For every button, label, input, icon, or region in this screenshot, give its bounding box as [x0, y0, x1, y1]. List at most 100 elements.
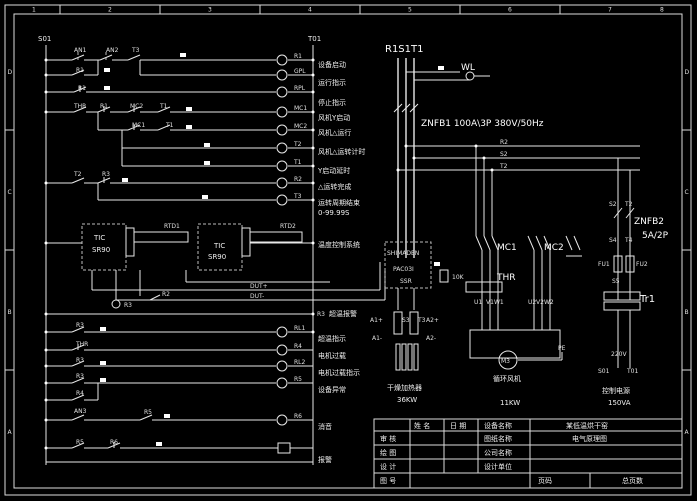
motor-v1: V1 [486, 299, 494, 306]
heater-a2p: A2+ [426, 317, 439, 324]
motor-u1: U1 [474, 299, 482, 306]
coil-rpl-tag: RPL [294, 85, 306, 92]
drawing-frame: D C B A D C B A 1 2 3 4 5 6 7 8 [4, 4, 692, 496]
contact-mc1: MC1 [132, 122, 145, 129]
coil-r6-tag: R6 [294, 413, 302, 420]
contact-r3-c: R3 [76, 373, 84, 380]
phase-s2: S2 [500, 151, 508, 158]
dc-out-plus: DUT+ [250, 283, 268, 290]
coil-t2-tag: T2 [293, 141, 302, 148]
frame-row-d-r: D [685, 69, 690, 76]
motor-label: 循环风机 [493, 374, 521, 383]
coil-t3-range: 0-99.99S [318, 209, 350, 217]
motor-w2: W2 [544, 299, 554, 306]
phase-r2: R2 [500, 139, 508, 146]
znfb2-t2: T2 [624, 201, 633, 208]
coil-r5-tag: R5 [294, 376, 302, 383]
coil-gpl-tag: GPL [294, 68, 306, 75]
control-buses: S01 T01 [38, 35, 321, 465]
temp-control-label: 温度控制系统 [318, 240, 360, 249]
tic2-model: SR90 [208, 253, 226, 261]
contact-t1-a: T1 [159, 103, 168, 110]
frame-col-2: 2 [108, 7, 112, 14]
coil-r6-label: 消音 [318, 422, 332, 431]
coil-rl1-tag: RL1 [294, 325, 306, 332]
coil-mc1-label: 风机Y启动 [318, 113, 350, 122]
tb-company-label: 公司名称 [484, 448, 512, 457]
dc-out-minus: DUT- [250, 293, 264, 300]
tb-drawing-name: 电气原理图 [572, 434, 607, 443]
annotation-blocks [100, 53, 210, 446]
coil-rl2-label: 电机过载指示 [318, 368, 360, 377]
contact-an1: AN1 [74, 47, 87, 54]
phase-t2: T2 [499, 163, 508, 170]
thermal-relay-thr: THR [496, 273, 516, 283]
frame-row-c: C [8, 189, 12, 196]
psu-label: 控制电源 [602, 386, 630, 395]
frame-row-a: A [8, 429, 13, 436]
coil-mc1-tag: MC1 [294, 105, 307, 112]
tb-equip-name: 某低温烘干窑 [566, 421, 608, 430]
contact-r3-a: R3 [102, 171, 110, 178]
ssr-brand: SHIMADEN [387, 250, 419, 257]
motor-power: 11KW [500, 399, 520, 407]
contactor-mc2: MC2 [544, 243, 564, 253]
contactor-mc1: MC1 [497, 243, 517, 253]
tic1-model: SR90 [92, 246, 110, 254]
r3-resistor-label: R3 [124, 302, 132, 309]
psu-out-t01: T01 [626, 368, 638, 375]
motor-v2: V2 [536, 299, 544, 306]
psu-power: 150VA [608, 399, 631, 407]
contact-r5-b: R5 [76, 439, 84, 446]
znfb2-s4: S4 [609, 237, 617, 244]
ssr-type: SSR [400, 278, 412, 285]
tb-col-name: 姓 名 [414, 421, 430, 430]
frame-col-4: 4 [308, 7, 312, 14]
coil-t3-label: 运转周期结束 [318, 198, 360, 207]
coil-mc2-tag: MC2 [294, 123, 307, 130]
contact-t1-b: T1 [165, 122, 174, 129]
coil-r4-label: 电机过载 [318, 351, 346, 360]
tb-design: 设 计 [380, 462, 396, 471]
frame-col-8: 8 [660, 7, 664, 14]
tb-col-date: 日 期 [450, 422, 466, 430]
tb-draw: 绘 图 [380, 448, 396, 457]
tb-page-label: 页码 [538, 477, 552, 485]
bus-right-label: T01 [307, 35, 321, 43]
coil-r2-label: △运转完成 [318, 182, 351, 191]
coil-r2-tag: R2 [294, 176, 302, 183]
contact-r2: R2 [162, 291, 170, 298]
contact-mc2: MC2 [130, 103, 143, 110]
contact-r5-a: R5 [144, 409, 152, 416]
control-rungs [46, 52, 313, 463]
contact-r1-a: R1 [76, 67, 84, 74]
coils: R1 GPL RPL MC1 MC2 T2 T1 R2 T3 R3 RL1 R4… [276, 53, 365, 464]
contact-an2: AN2 [106, 47, 119, 54]
psu-out-s01: S01 [598, 368, 610, 375]
heater-label: 干燥加热器 [387, 383, 422, 392]
tb-design-unit-label: 设计单位 [484, 462, 512, 471]
contact-t3: T3 [131, 47, 140, 54]
bus-left-label: S01 [38, 35, 51, 43]
breaker-znfb1-label: ZNFB1 100A\3P 380V/50Hz [421, 119, 544, 129]
junction-dots [44, 58, 494, 450]
motor-tag: M3 [501, 358, 510, 365]
znfb2-s5: S5 [612, 278, 620, 285]
frame-row-b: B [8, 309, 12, 316]
power-source-label: R1S1T1 [385, 44, 424, 55]
frame-row-a-r: A [685, 429, 690, 436]
frame-col-3: 3 [208, 7, 212, 14]
motor-u2: U2 [528, 299, 536, 306]
contact-r3-d: R3 [76, 357, 84, 364]
znfb2-name: ZNFB2 [634, 217, 664, 227]
znfb2-rating: 5A/2P [642, 231, 669, 241]
lamp-wl-label: WL [461, 63, 475, 73]
coil-rl1-label: 超温指示 [318, 334, 346, 343]
contact-an3: AN3 [74, 408, 87, 415]
tic2-name: TIC [213, 242, 225, 250]
contact-r1-b: R1 [78, 85, 86, 92]
tb-drawing-label: 图纸名称 [484, 434, 512, 443]
coil-r1-label: 设备启动 [318, 60, 346, 69]
heater-s3: S3 [402, 317, 410, 324]
